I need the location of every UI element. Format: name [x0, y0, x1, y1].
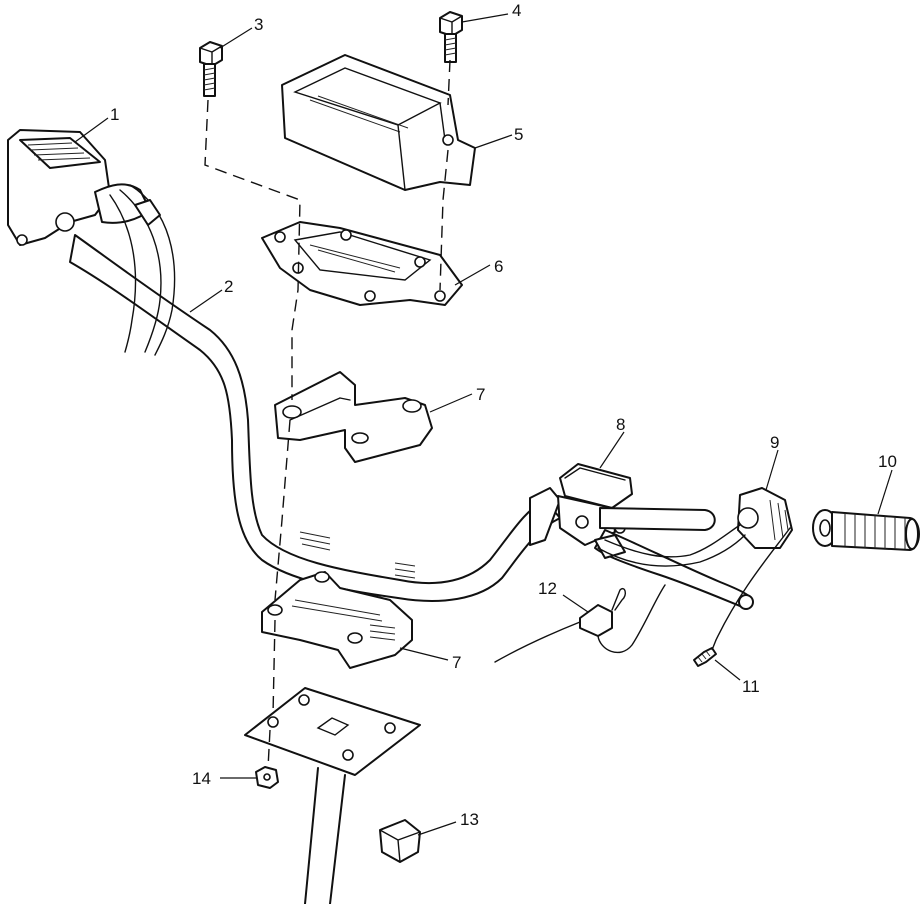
callout-10: 10 — [878, 452, 897, 471]
callout-5: 5 — [514, 125, 523, 144]
part-gasket-plate — [261, 221, 463, 306]
alignment-lines — [204, 59, 717, 769]
leader-lines — [74, 13, 893, 836]
callout-8: 8 — [616, 415, 625, 434]
part-brake-switch — [494, 584, 666, 663]
callout-6: 6 — [494, 257, 503, 276]
part-clip — [379, 819, 421, 863]
wiring — [597, 524, 791, 641]
callout-12: 12 — [538, 579, 557, 598]
callout-2: 2 — [224, 277, 233, 296]
callout-1: 1 — [110, 105, 119, 124]
callout-7-upper: 7 — [476, 385, 485, 404]
callout-labels: 1 2 3 4 5 6 7 7 8 9 10 11 12 13 14 — [110, 1, 897, 829]
callout-9: 9 — [770, 433, 779, 452]
part-nut — [255, 766, 279, 789]
part-switch-housing — [737, 487, 793, 549]
part-master-cylinder — [529, 463, 754, 610]
callout-13: 13 — [460, 810, 479, 829]
part-left-control-housing — [7, 129, 176, 356]
part-screw — [693, 647, 717, 667]
part-mount-plate — [244, 687, 421, 776]
part-bolt-3 — [199, 41, 223, 97]
part-steering-post — [304, 767, 346, 904]
callout-3: 3 — [254, 15, 263, 34]
callout-14: 14 — [192, 769, 211, 788]
part-lower-clamp — [261, 571, 413, 669]
part-bolt-4 — [439, 11, 463, 63]
part-upper-clamp — [274, 371, 433, 463]
callout-7-lower: 7 — [452, 653, 461, 672]
callout-4: 4 — [512, 1, 521, 20]
part-grip — [812, 509, 920, 551]
callout-11: 11 — [742, 677, 760, 696]
part-handlebar-cover — [281, 54, 476, 191]
